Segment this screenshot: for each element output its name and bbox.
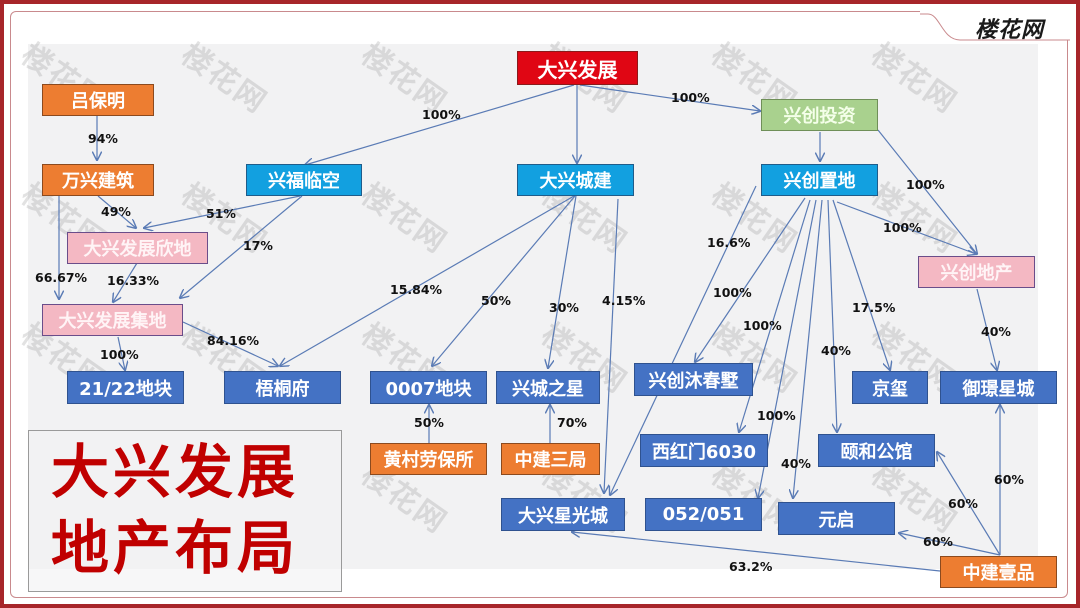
node-daxing-fazhan[interactable]: 大兴发展 <box>517 51 638 85</box>
pct-label: 100% <box>671 90 710 105</box>
node-jingxi[interactable]: 京玺 <box>852 371 928 404</box>
logo-tab: 楼花网 <box>920 4 1070 43</box>
edge-dxfz-xctz <box>579 84 760 111</box>
node-zhongjian-sanju[interactable]: 中建三局 <box>501 443 600 475</box>
node-wanxing-jianzhu[interactable]: 万兴建筑 <box>42 164 154 196</box>
pct-label: 100% <box>422 107 461 122</box>
pct-label: 17.5% <box>852 300 896 315</box>
node-yuanqi[interactable]: 元启 <box>778 502 895 535</box>
pct-label: 16.33% <box>107 273 160 288</box>
node-lv-baoming[interactable]: 吕保明 <box>42 84 154 116</box>
edge-zjyp-yhgg <box>937 452 1001 556</box>
pct-label: 17% <box>243 238 273 253</box>
node-daxing-xingguangcheng[interactable]: 大兴星光城 <box>501 498 625 531</box>
node-xingcheng-zhixing[interactable]: 兴城之星 <box>496 371 600 404</box>
pct-label: 30% <box>549 300 579 315</box>
node-xingchuang-zhidi[interactable]: 兴创置地 <box>761 164 878 196</box>
pct-label: 16.6% <box>707 235 751 250</box>
node-daxing-jidi[interactable]: 大兴发展集地 <box>42 304 183 336</box>
edge-jidi-2122 <box>117 336 125 370</box>
edge-xctz-xcdc <box>877 129 977 254</box>
pct-label: 50% <box>481 293 511 308</box>
title-line-2: 地产布局 <box>51 514 300 582</box>
edge-dxcj-0007 <box>432 195 576 366</box>
node-huangcun-laobao[interactable]: 黄村劳保所 <box>370 443 487 475</box>
node-yihe-gongguan[interactable]: 颐和公馆 <box>818 434 935 467</box>
pct-label: 63.2% <box>729 559 773 574</box>
pct-label: 100% <box>713 285 752 300</box>
edge-xindi-jidi <box>113 262 138 302</box>
edge-zjyp-xgc <box>572 532 941 572</box>
pct-label: 70% <box>557 415 587 430</box>
title-block: 大兴发展 地产布局 <box>28 430 342 592</box>
pct-label: 100% <box>100 347 139 362</box>
pct-label: 40% <box>981 324 1011 339</box>
pct-label: 94% <box>88 131 118 146</box>
pct-label: 66.67% <box>35 270 88 285</box>
edge-wxjz-xindi <box>97 195 136 228</box>
pct-label: 40% <box>781 456 811 471</box>
edge-jidi-wtf <box>182 321 278 366</box>
edge-xczd-mcs <box>695 197 806 362</box>
node-xingfu-linkong[interactable]: 兴福临空 <box>246 164 362 196</box>
node-daxing-chengjian[interactable]: 大兴城建 <box>517 164 634 196</box>
title-line-1: 大兴发展 <box>51 438 300 506</box>
node-plot-052051[interactable]: 052/051 <box>645 498 762 531</box>
pct-label: 4.15% <box>602 293 646 308</box>
edge-xcdc-yjxc <box>976 288 997 370</box>
node-yujing-xingcheng[interactable]: 御璟星城 <box>940 371 1057 404</box>
edge-xczd-yhgg <box>827 199 837 432</box>
logo-tab-curve <box>920 13 1070 41</box>
edge-dxcj-xczx <box>548 195 577 368</box>
pct-label: 40% <box>821 343 851 358</box>
edge-xflk-xindi <box>144 195 301 228</box>
edge-xczd-xcdc <box>836 201 976 254</box>
pct-label: 60% <box>948 496 978 511</box>
edge-dxcj-xgc <box>604 198 619 493</box>
node-plot-0007[interactable]: 0007地块 <box>370 371 487 404</box>
node-xingchuang-touzi[interactable]: 兴创投资 <box>761 99 878 131</box>
logo: 楼花网 <box>974 17 1044 43</box>
pct-label: 100% <box>883 220 922 235</box>
edge-xczd-xgc <box>610 185 757 495</box>
edge-xflk-jidi <box>180 195 303 298</box>
edge-xczd-yq <box>793 199 823 498</box>
node-xingchuang-dichan[interactable]: 兴创地产 <box>918 256 1035 288</box>
node-xingchuang-muchunshu[interactable]: 兴创沐春墅 <box>634 363 753 396</box>
pct-label: 49% <box>101 204 131 219</box>
edge-xczd-jx <box>832 199 890 370</box>
edge-zjyp-yq <box>899 533 1001 556</box>
pct-label: 100% <box>906 177 945 192</box>
pct-label: 84.16% <box>207 333 260 348</box>
node-wutongfu[interactable]: 梧桐府 <box>224 371 341 404</box>
pct-label: 60% <box>994 472 1024 487</box>
node-xihongmen-6030[interactable]: 西红门6030 <box>640 434 768 467</box>
edge-dxcj-wtf <box>280 195 575 366</box>
node-daxing-xindi[interactable]: 大兴发展欣地 <box>67 232 208 264</box>
pct-label: 15.84% <box>390 282 443 297</box>
pct-label: 50% <box>414 415 444 430</box>
pct-label: 100% <box>757 408 796 423</box>
node-zhongjian-yipin[interactable]: 中建壹品 <box>940 556 1057 588</box>
pct-label: 60% <box>923 534 953 549</box>
node-plot-2122[interactable]: 21/22地块 <box>67 371 184 404</box>
pct-label: 100% <box>743 318 782 333</box>
edge-dxfz-xflk <box>305 84 575 165</box>
pct-label: 51% <box>206 206 236 221</box>
